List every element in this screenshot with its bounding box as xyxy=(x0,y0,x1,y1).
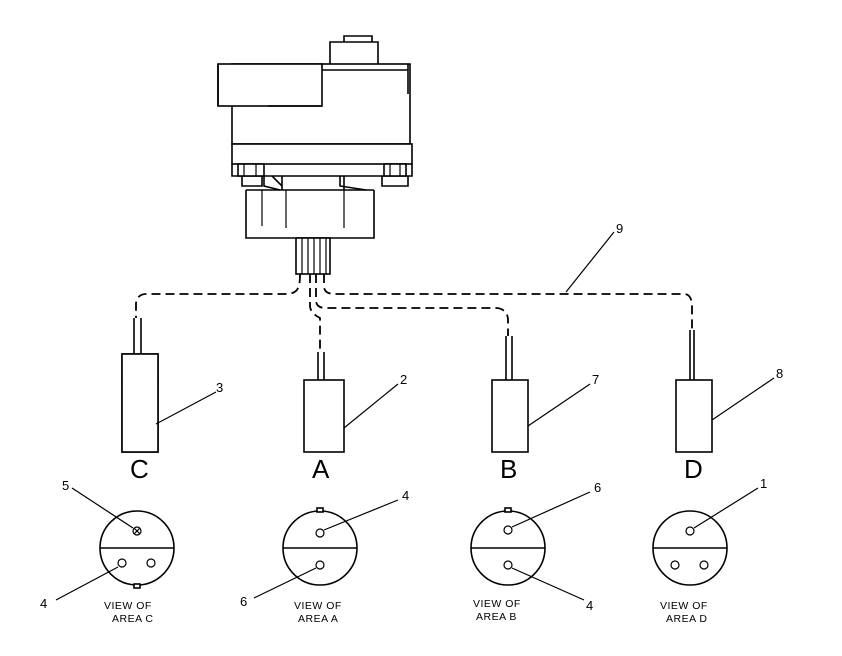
sensor-d-letter: D xyxy=(684,454,703,484)
view-c-label-line1: VIEW OF xyxy=(104,600,152,612)
sensor-c-callout: 3 xyxy=(216,380,223,395)
view-d-label-line1: VIEW OF xyxy=(660,600,708,612)
sensor-c-letter: C xyxy=(130,454,149,484)
pin-callout-c-top: 5 xyxy=(62,478,69,493)
view-area-a: 4 6 VIEW OF AREA A xyxy=(240,488,409,625)
view-b-label-line1: VIEW OF xyxy=(473,598,521,610)
view-d-label-line2: AREA D xyxy=(666,613,708,625)
pin-callout-b-bottom: 4 xyxy=(586,598,593,613)
view-a-label-line1: VIEW OF xyxy=(294,600,342,612)
pin-callout-d-top: 1 xyxy=(760,476,767,491)
view-c-label-line2: AREA C xyxy=(112,613,154,625)
view-area-d: 1 VIEW OF AREA D xyxy=(652,476,767,625)
sensor-b: 7 B xyxy=(491,336,599,484)
view-area-b: 6 4 VIEW OF AREA B xyxy=(470,480,601,623)
sensor-d-callout: 8 xyxy=(776,366,783,381)
control-unit xyxy=(217,35,413,275)
pin-callout-c-bottom: 4 xyxy=(40,596,47,611)
wiring-harness: 9 xyxy=(135,221,693,352)
harness-callout-leader xyxy=(565,231,615,293)
pin-callout-b-top: 6 xyxy=(594,480,601,495)
sensor-a: 2 A xyxy=(303,352,407,484)
view-b-label-line2: AREA B xyxy=(476,611,517,623)
sensor-a-callout: 2 xyxy=(400,372,407,387)
sensor-a-letter: A xyxy=(312,454,330,484)
view-area-c: 5 4 VIEW OF AREA C xyxy=(40,478,175,625)
sensor-b-letter: B xyxy=(500,454,517,484)
harness-callout: 9 xyxy=(616,221,623,236)
view-a-label-line2: AREA A xyxy=(298,613,338,625)
sensor-b-callout: 7 xyxy=(592,372,599,387)
pin-callout-a-top: 4 xyxy=(402,488,409,503)
pin-callout-a-bottom: 6 xyxy=(240,594,247,609)
sensor-d: 8 D xyxy=(675,330,783,484)
sensor-c: 3 C xyxy=(121,318,223,484)
